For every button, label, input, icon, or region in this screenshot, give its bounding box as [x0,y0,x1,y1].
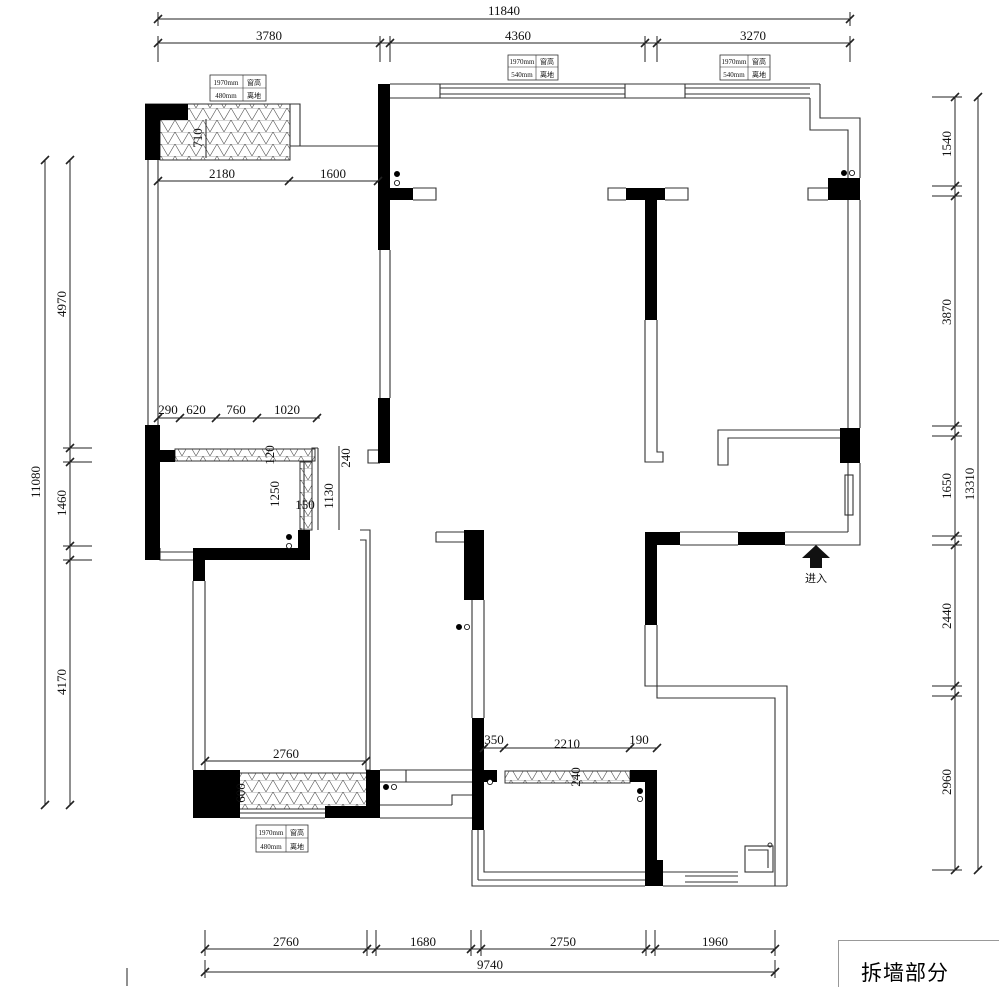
dim-right-d: 2440 [939,603,954,629]
dim-2760-inner: 2760 [273,746,299,761]
bottom-dimension-total: 9740 [200,957,780,978]
w2-height: 1970mm [510,58,535,66]
w4-sill: 480mm [260,843,282,851]
dim-350: 350 [484,732,504,747]
dim-right-a: 1540 [939,131,954,157]
w1-height-label: 窗高 [247,78,261,87]
dim-1600: 1600 [320,166,346,181]
entry-label: 进入 [805,572,827,585]
dim-top-b: 4360 [505,28,531,43]
window-note-4: 1970mm 窗高 480mm 离地 [255,824,309,853]
dim-left-total: 11080 [28,466,43,498]
hatched-areas [159,103,631,810]
w1-sill-label: 离地 [247,91,261,100]
interior-dims-bottom-center: 350 2210 190 240 [479,732,662,787]
dim-620: 620 [186,402,206,417]
dim-right-total: 13310 [962,468,977,501]
solid-walls [145,84,860,886]
dim-150: 150 [295,497,315,512]
dim-190: 190 [629,732,649,747]
dim-600: 600 [233,783,248,803]
dim-240-left: 240 [338,448,353,468]
w3-height: 1970mm [722,58,747,66]
dim-top-total: 11840 [488,3,520,18]
w4-height-label: 窗高 [290,828,304,837]
dim-1250: 1250 [267,481,282,507]
top-dimension-total: 11840 [153,3,855,26]
dim-2180: 2180 [209,166,235,181]
right-dimension-total: 13310 [962,92,983,875]
w3-height-label: 窗高 [752,57,766,66]
w4-height: 1970mm [259,829,284,837]
w4-sill-label: 离地 [290,842,304,851]
wall-outlines [145,83,861,887]
dim-1020: 1020 [274,402,300,417]
left-dimension-chain: 4970 1460 4170 [54,155,92,810]
title-box: 拆墙部分 [838,940,999,987]
dim-290: 290 [158,402,178,417]
window-note-1: 1970mm 窗高 480mm 离地 [209,74,267,102]
dim-120: 120 [262,445,277,465]
interior-dims-top-left: 2180 1600 710 [153,119,383,186]
w2-sill-label: 离地 [540,70,554,79]
dim-bottom-b: 1680 [410,934,436,949]
socket-marks [285,169,856,803]
entry-arrow-icon [802,545,830,568]
dim-bottom-d: 1960 [702,934,728,949]
window-note-3: 1970mm 窗高 540mm 离地 [719,54,771,81]
dim-left-a: 4970 [54,291,69,317]
dim-left-c: 4170 [54,669,69,695]
dim-top-c: 3270 [740,28,766,43]
dim-240-center: 240 [568,767,583,787]
w3-sill-label: 离地 [752,70,766,79]
dim-760: 760 [226,402,246,417]
window-note-2: 1970mm 窗高 540mm 离地 [507,54,559,81]
dim-bottom-a: 2760 [273,934,299,949]
dim-right-c: 1650 [939,473,954,499]
w3-sill: 540mm [723,71,745,79]
dim-right-e: 2960 [939,769,954,795]
drawing-title: 拆墙部分 [861,961,949,985]
dim-top-a: 3780 [256,28,282,43]
interior-dims-left-bath: 290 620 760 1020 120 240 1250 150 1130 [153,402,353,530]
interior-dims-bottom-left: 2760 600 [200,746,371,803]
top-dimension-chain: 3780 4360 3270 [153,28,855,62]
bottom-dimension-chain: 2760 1680 2750 1960 [200,930,780,956]
w1-sill: 480mm [215,92,237,100]
dim-left-b: 1460 [54,490,69,516]
dim-right-b: 3870 [939,299,954,325]
dim-710: 710 [190,128,205,148]
dim-bottom-c: 2750 [550,934,576,949]
dim-bottom-total: 9740 [477,957,503,972]
w2-sill: 540mm [511,71,533,79]
left-dimension-total: 11080 [28,155,50,810]
w2-height-label: 窗高 [540,57,554,66]
entry-arrow: 进入 [802,545,830,585]
w1-height: 1970mm [214,79,239,87]
dim-1130: 1130 [321,483,336,509]
dim-2210: 2210 [554,736,580,751]
right-dimension-chain: 1540 3870 1650 2440 2960 [932,92,962,875]
